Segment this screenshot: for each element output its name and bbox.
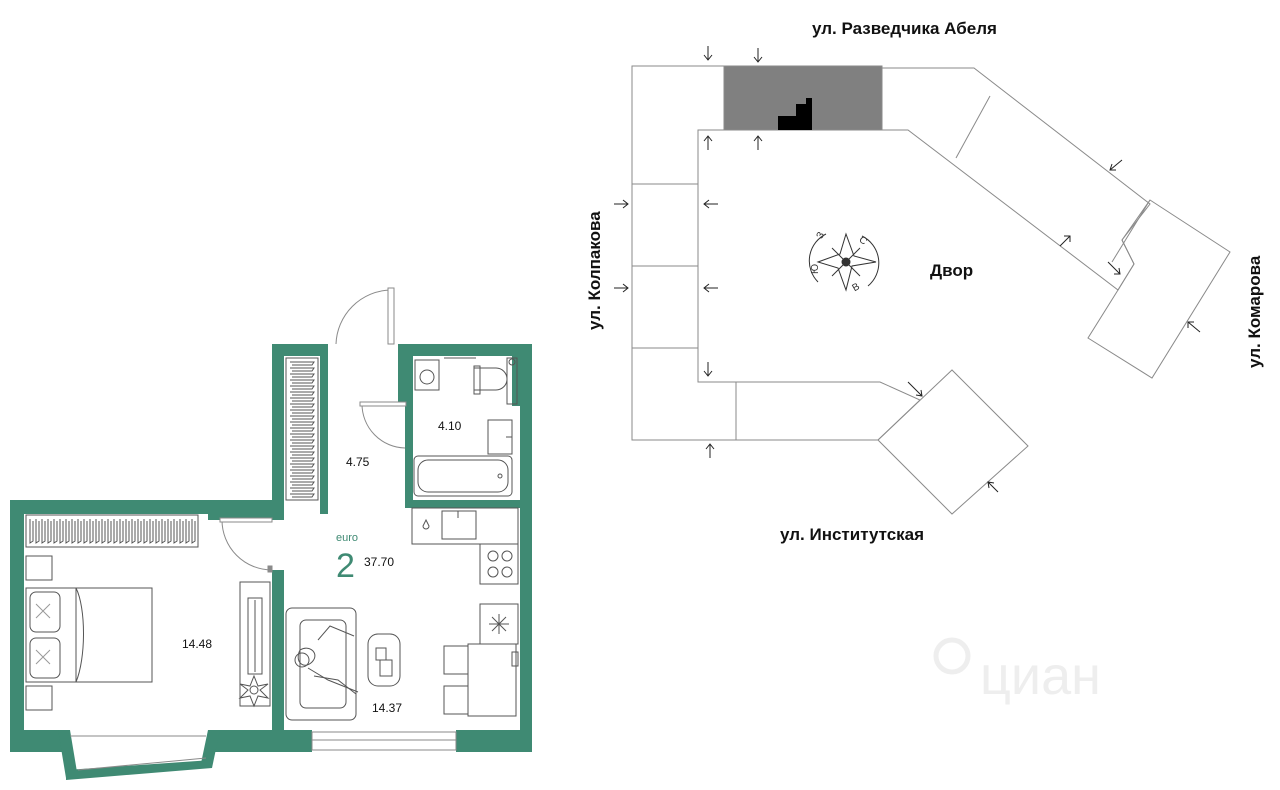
site-plan [631, 65, 1231, 515]
compass-south: Ю [810, 264, 821, 274]
highlighted-section [723, 65, 883, 131]
street-west: ул. Колпакова [585, 211, 604, 330]
building-south-section [735, 381, 921, 441]
bedroom-area: 14.48 [182, 637, 212, 651]
courtyard-label: Двор [930, 261, 973, 280]
compass-icon [808, 232, 880, 292]
living-area: 14.37 [372, 701, 402, 715]
bed [25, 555, 153, 711]
building-east-block [1087, 199, 1231, 379]
walls [10, 344, 532, 780]
apartment-type-label: euro [336, 532, 358, 544]
bedroom-door [219, 517, 273, 573]
rooms-count: 2 [336, 547, 355, 585]
bathroom-fixtures [413, 357, 518, 497]
apartment-plan: 4.75 4.10 14.48 14.37 euro 2 37.70 [10, 287, 532, 780]
compass-west: З [815, 230, 828, 241]
plant-icon [238, 674, 270, 708]
building-west-wing [631, 65, 737, 441]
entrance-arrows [614, 46, 1201, 493]
living-furniture [285, 607, 401, 721]
tv-unit [238, 581, 271, 708]
entrance-door [335, 287, 395, 345]
street-east: ул. Комарова [1245, 255, 1264, 368]
compass-north: С [856, 234, 869, 247]
window-living [311, 731, 457, 751]
watermark-logo: циан [933, 637, 1101, 706]
street-south: ул. Институтская [780, 525, 924, 544]
building-north-wing [881, 67, 1151, 291]
compass-east: В [851, 281, 863, 294]
street-north: ул. Разведчика Абеля [812, 19, 997, 38]
bathroom-door [359, 401, 407, 449]
wardrobe-hall [285, 357, 319, 501]
watermark-text: циан [980, 646, 1101, 706]
building-southeast-block [877, 369, 1029, 515]
bathroom-area: 4.10 [438, 419, 462, 433]
hall-area: 4.75 [346, 455, 370, 469]
wardrobe-bedroom [25, 514, 199, 548]
total-area: 37.70 [364, 555, 394, 569]
kitchen-fixtures [411, 507, 519, 717]
balcony [70, 735, 207, 771]
